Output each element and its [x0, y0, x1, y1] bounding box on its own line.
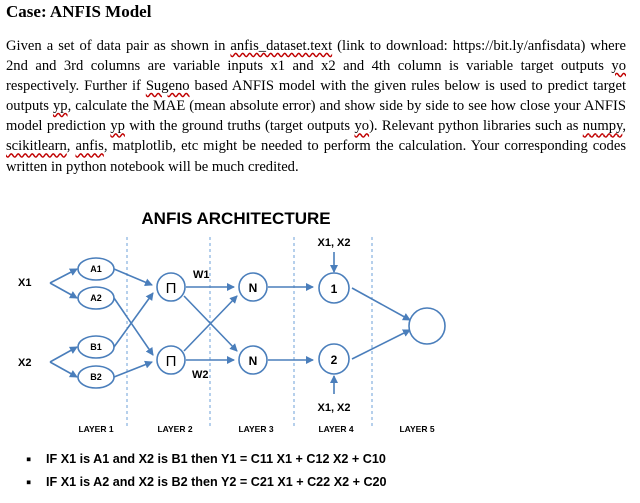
label-inputs-top: X1, X2	[317, 237, 350, 249]
edge	[351, 287, 411, 321]
label-node-1: 1	[331, 282, 338, 296]
label-x1: X1	[18, 277, 31, 289]
label-node-2: 2	[331, 353, 338, 367]
label-n-1: N	[249, 281, 258, 295]
text-segment: respectively. Further if	[6, 78, 146, 95]
node-output	[408, 307, 446, 345]
edge	[351, 329, 411, 360]
node-product-1	[156, 272, 186, 302]
label-pi-1: Π	[166, 280, 177, 297]
text-segment: ). Relevant python libraries such as	[369, 118, 583, 135]
edge	[49, 346, 78, 363]
term-yp: yp	[110, 118, 125, 135]
edge	[49, 361, 78, 378]
rule-item: IF X1 is A1 and X2 is B1 then Y1 = C11 X…	[26, 448, 387, 471]
term-numpy: numpy	[582, 118, 623, 135]
edge	[113, 360, 153, 378]
edge	[49, 268, 78, 284]
label-a2: A2	[90, 293, 102, 303]
layer-separators	[126, 237, 373, 428]
text-segment: Given a set of data pair as shown in	[6, 38, 231, 54]
node-a1	[77, 257, 115, 281]
label-a1: A1	[90, 264, 102, 274]
label-x2: X2	[18, 357, 31, 369]
layer-label-5: LAYER 5	[399, 424, 434, 434]
node-product-2	[156, 345, 186, 375]
term-scikitlearn: scikitlearn	[6, 138, 67, 155]
dataset-file-name: anfis_dataset.text	[230, 38, 333, 54]
text-segment: ,	[66, 138, 76, 155]
node-normalize-2	[238, 345, 268, 375]
label-b2: B2	[90, 372, 102, 382]
text-segment: , calculate the MAE (mean absolute error…	[6, 98, 627, 135]
diagram-title: ANFIS ARCHITECTURE	[141, 209, 330, 228]
case-title: Case: ANFIS Model	[6, 2, 152, 21]
node-b2	[77, 365, 115, 389]
text-segment: with the ground truths (target outputs	[124, 118, 355, 135]
edge	[49, 282, 78, 299]
label-w2: W2	[192, 369, 209, 381]
node-consequent-1	[318, 272, 350, 304]
term-anfis: anfis	[75, 138, 104, 155]
rules-list: IF X1 is A1 and X2 is B1 then Y1 = C11 X…	[26, 448, 387, 494]
term-yo: yo	[354, 118, 370, 135]
term-yo: yo	[611, 58, 626, 75]
text-segment: , matplotlib, etc might be needed to per…	[6, 138, 626, 175]
edge	[113, 297, 154, 356]
node-consequent-2	[318, 343, 350, 375]
layer-label-3: LAYER 3	[238, 424, 273, 434]
layer-label-1: LAYER 1	[78, 424, 113, 434]
anfis-architecture-diagram: ANFIS ARCHITECTURE	[18, 209, 446, 434]
layer-label-4: LAYER 4	[318, 424, 353, 434]
term-sugeno: Sugeno	[145, 78, 190, 95]
text-segment: (link to download: https://bit.ly/anfisd…	[6, 38, 626, 75]
node-a2	[77, 286, 115, 310]
node-b1	[77, 335, 115, 359]
label-n-2: N	[249, 354, 258, 368]
edge	[183, 295, 238, 352]
node-normalize-1	[238, 272, 268, 302]
term-yp: yp	[52, 98, 68, 115]
edge	[113, 292, 154, 348]
layer-label-2: LAYER 2	[157, 424, 192, 434]
label-w1: W1	[193, 269, 210, 281]
label-pi-2: Π	[166, 353, 177, 370]
label-b1: B1	[90, 342, 102, 352]
text-segment: based ANFIS model with the given rules b…	[6, 78, 626, 115]
label-inputs-bottom: X1, X2	[317, 402, 350, 414]
problem-statement: Given a set of data pair as shown in anf…	[6, 36, 626, 177]
rule-item: IF X1 is A2 and X2 is B2 then Y2 = C21 X…	[26, 471, 387, 494]
text-segment: ,	[622, 118, 626, 135]
edge	[113, 268, 153, 286]
